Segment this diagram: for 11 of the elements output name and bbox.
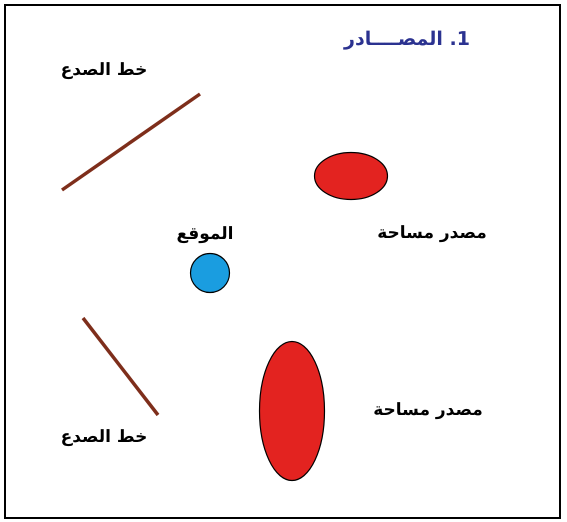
label: مصدر مساحة [377, 223, 487, 243]
fault-line [80, 315, 161, 418]
label: خط الصدع [60, 60, 148, 80]
area-source-ellipse [258, 340, 326, 482]
site-circle [189, 252, 231, 294]
label: مصدر مساحة [373, 400, 483, 420]
title: 1. المصــــادر [344, 28, 470, 50]
fault-line [59, 91, 203, 193]
area-source-ellipse [313, 151, 389, 201]
label: خط الصدع [60, 427, 148, 447]
label: الموقع [176, 224, 234, 244]
